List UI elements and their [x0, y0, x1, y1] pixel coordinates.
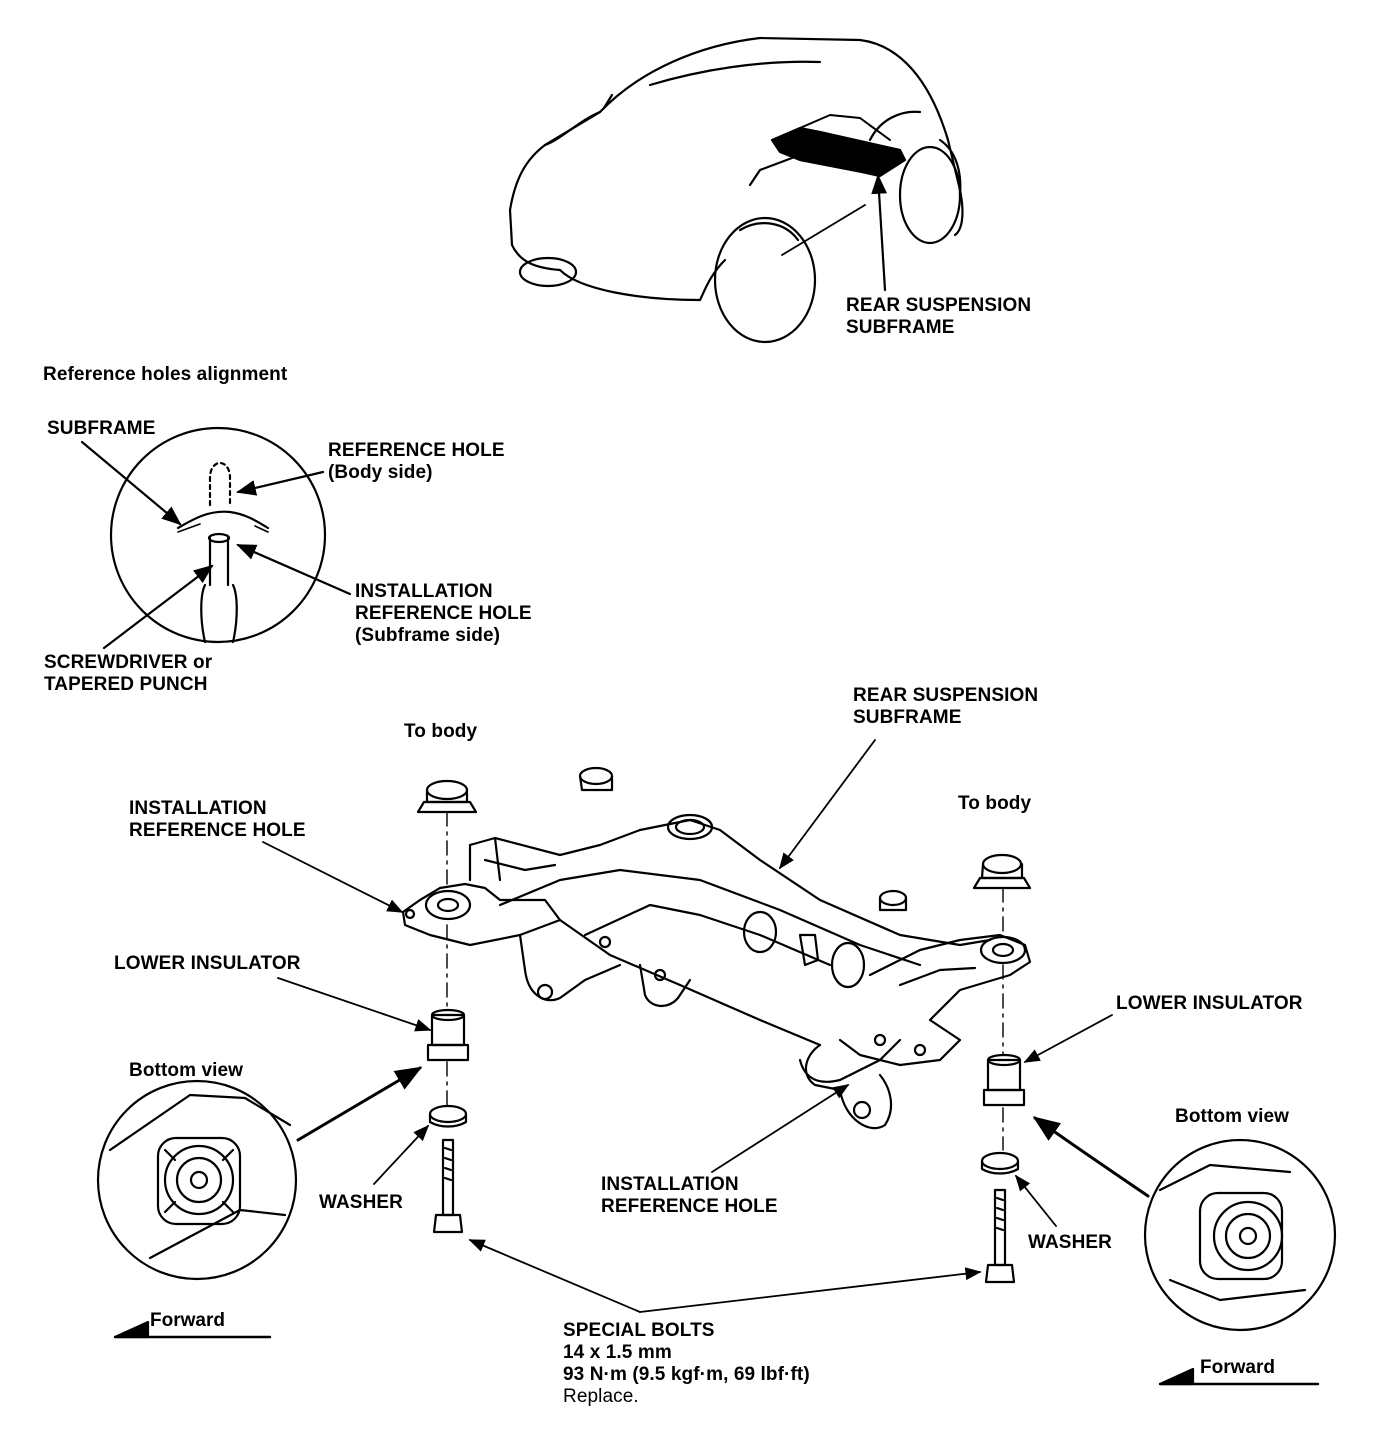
washer-icon [428, 1104, 1020, 1175]
label-installation-reference-hole-left: INSTALLATION REFERENCE HOLE [129, 798, 306, 841]
label-washer-left: WASHER [319, 1192, 403, 1213]
label-forward-right: Forward [1200, 1357, 1275, 1378]
label-bottom-view-left: Bottom view [129, 1060, 244, 1081]
bottom-view-right [1032, 1116, 1337, 1332]
label-reference-hole-body: REFERENCE HOLE (Body side) [328, 440, 505, 483]
label-rear-suspension-subframe-top: REAR SUSPENSION SUBFRAME [846, 295, 1032, 338]
label-reference-holes-alignment: Reference holes alignment [43, 364, 288, 385]
label-subframe: SUBFRAME [47, 418, 156, 439]
label-special-bolts: SPECIAL BOLTS 14 x 1.5 mm 93 N·m (9.5 kg… [563, 1320, 810, 1407]
label-bottom-view-right: Bottom view [1175, 1106, 1290, 1127]
label-lower-insulator-right: LOWER INSULATOR [1116, 993, 1303, 1014]
alignment-lines [446, 811, 1004, 1151]
label-to-body-right: To body [958, 793, 1032, 814]
label-installation-reference-hole-subframe: INSTALLATION REFERENCE HOLE (Subframe si… [355, 581, 532, 646]
bolt-icon [432, 1138, 1016, 1284]
label-to-body-left: To body [404, 721, 478, 742]
label-forward-left: Forward [150, 1310, 225, 1331]
subframe-icon [401, 813, 1032, 1130]
label-rear-suspension-subframe-main: REAR SUSPENSION SUBFRAME [853, 685, 1039, 728]
forward-arrow-icon [113, 1320, 1320, 1386]
insulator-icon [416, 766, 1032, 1107]
label-installation-reference-hole-center: INSTALLATION REFERENCE HOLE [601, 1174, 778, 1217]
reference-hole-detail [80, 426, 352, 650]
label-lower-insulator-left: LOWER INSULATOR [114, 953, 301, 974]
vehicle-outline-icon [508, 36, 964, 344]
leader-lines [262, 739, 1113, 1313]
label-screwdriver: SCREWDRIVER or TAPERED PUNCH [44, 652, 213, 695]
bottom-view-left [96, 1066, 423, 1281]
label-washer-right: WASHER [1028, 1232, 1112, 1253]
